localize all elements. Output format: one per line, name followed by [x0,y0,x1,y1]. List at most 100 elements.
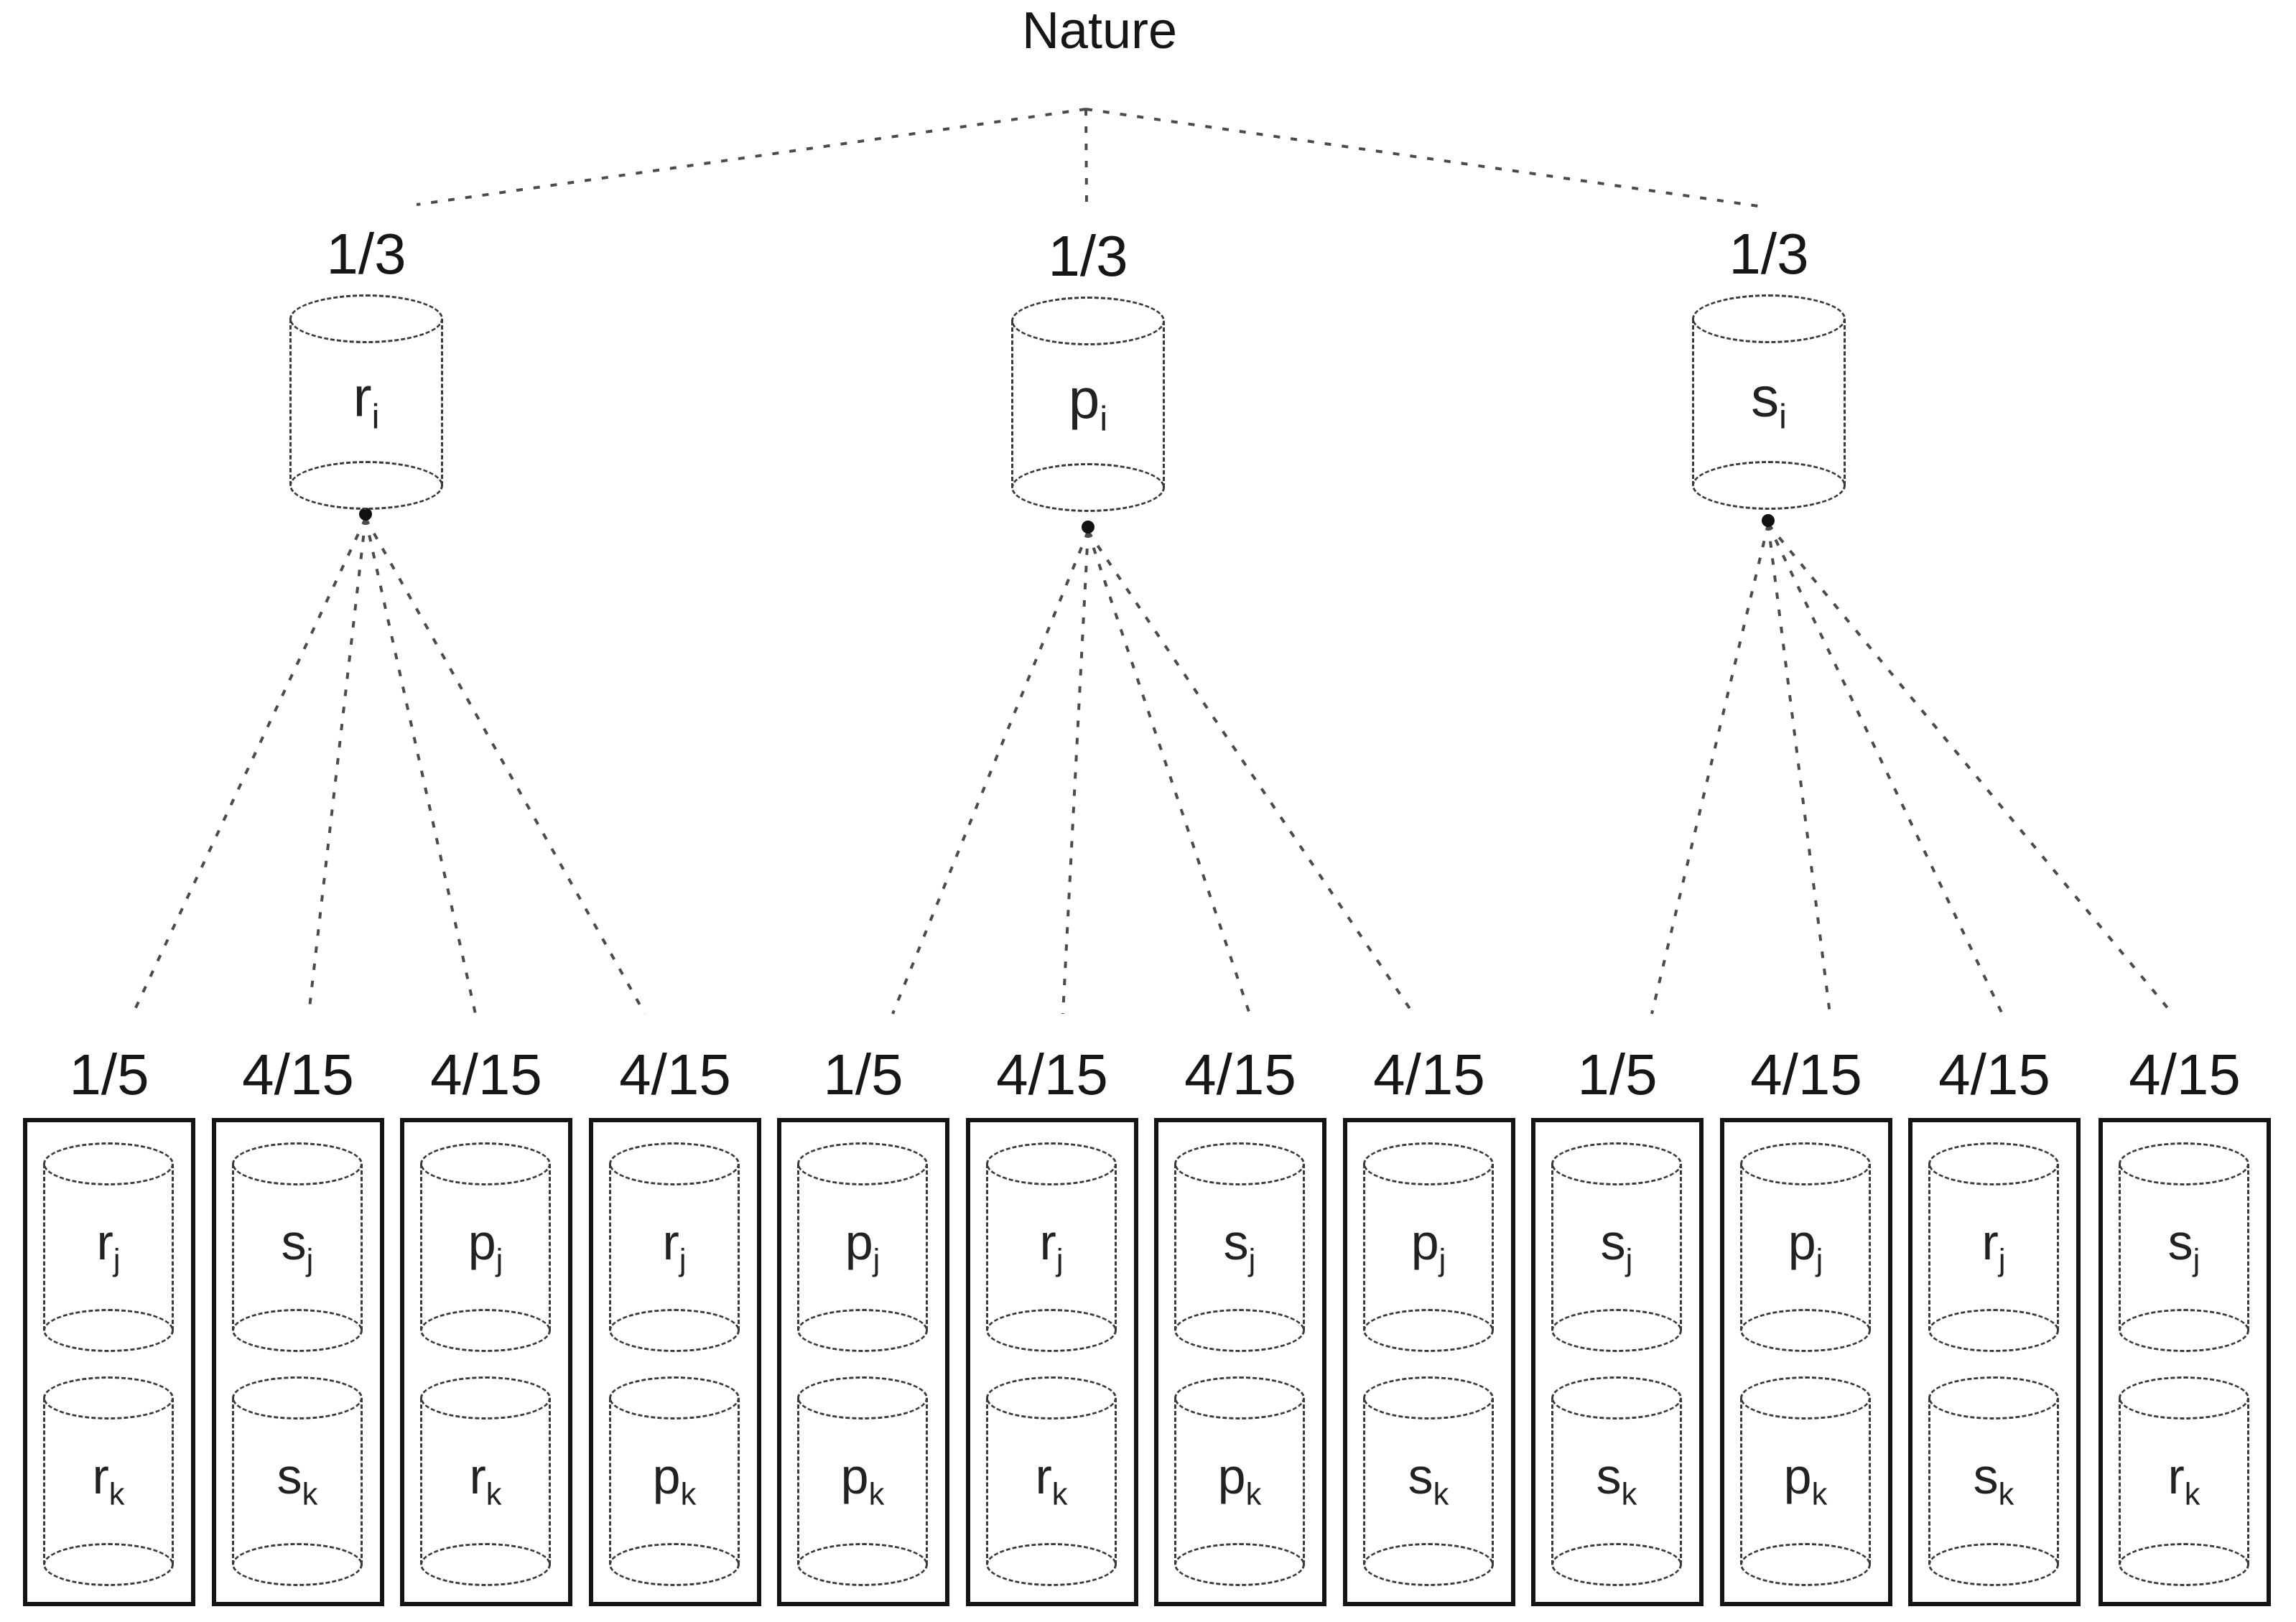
urn-top: sj [232,1142,363,1352]
urn-label: pj [468,1214,503,1278]
cylinder-body [1928,1164,2059,1330]
outcome-box: 4/15 pj pk [1720,1043,1892,1606]
urn-label: sk [1408,1448,1449,1512]
cylinder-body [1740,1398,1871,1565]
urn-label: ri [353,365,380,437]
outcome-box: 1/5 sj sk [1531,1043,1704,1606]
cylinder-body [1174,1164,1305,1330]
urn-label: rk [469,1448,502,1512]
outcome-box: 4/15 rj pk [589,1043,761,1606]
urn-label: sk [1596,1448,1637,1512]
cylinder-bottom-ellipse [1928,1543,2059,1586]
cylinder-bottom-ellipse [609,1309,740,1352]
outcome-box: 4/15 pj rk [400,1043,572,1606]
cylinder-bottom-ellipse [1174,1543,1305,1586]
urn-bottom: pk [609,1376,740,1586]
urn-label: rj [96,1214,121,1278]
urn-top: rj [1928,1142,2059,1352]
urn-label: rk [1035,1448,1068,1512]
chance-urn-si: 1/3 si [1692,222,1846,510]
cylinder-body [609,1164,740,1330]
cylinder-body [420,1398,551,1565]
urn-top: sj [1551,1142,1682,1352]
urn-label: rj [662,1214,687,1278]
urn-bottom: rk [2119,1376,2249,1586]
outcome-probability-label: 4/15 [1938,1043,2050,1106]
urn-bottom: sk [1363,1376,1494,1586]
cylinder-bottom-ellipse [420,1543,551,1586]
cylinder-body [1363,1398,1494,1565]
urn-bottom: rk [420,1376,551,1586]
cylinder-body [797,1398,928,1565]
node-dot [359,508,372,521]
branch-probability-label: 1/3 [1729,222,1809,286]
urn-top: rj [609,1142,740,1352]
urn-label: rk [92,1448,125,1512]
outcome-box: 4/15 sj pk [1154,1043,1326,1606]
urn-label: sk [276,1448,318,1512]
nature-root-label: Nature [1021,2,1178,60]
cylinder-bottom-ellipse [609,1543,740,1586]
outcome-probability-label: 4/15 [619,1043,731,1106]
urn-label: rj [1039,1214,1064,1278]
urn-top: pj [1363,1142,1494,1352]
cylinder-body [1011,321,1165,488]
cylinder-body [232,1164,363,1330]
urn-bottom: pk [1174,1376,1305,1586]
outcome-box: 4/15 rj rk [966,1043,1138,1606]
urn-bottom: pk [797,1376,928,1586]
cylinder-body [2119,1164,2249,1330]
urn-label: pi [1068,367,1108,439]
urn-label: pk [1783,1448,1828,1512]
cylinder-bottom-ellipse [1740,1543,1871,1586]
cylinder-bottom-ellipse [986,1543,1117,1586]
cylinder-body [986,1398,1117,1565]
cylinder-bottom-ellipse [1363,1309,1494,1352]
cylinder-bottom-ellipse [797,1309,928,1352]
urn-label: sj [281,1214,314,1278]
outcome-probability-label: 4/15 [1373,1043,1485,1106]
cylinder-bottom-ellipse [797,1543,928,1586]
cylinder-body [609,1398,740,1565]
outcome-probability-label: 4/15 [996,1043,1108,1106]
urn-label: rk [2167,1448,2200,1512]
outcome-box: 1/5 rj rk [23,1043,195,1606]
outcome-box: 4/15 rj sk [1908,1043,2081,1606]
outcome-box: 4/15 sj rk [2099,1043,2271,1606]
outcome-probability-label: 4/15 [242,1043,354,1106]
cylinder-bottom-ellipse [1363,1543,1494,1586]
urn-bottom: pk [1740,1376,1871,1586]
outcome-probability-label: 4/15 [2129,1043,2241,1106]
urn-label: pk [652,1448,697,1512]
urn-label: sj [1600,1214,1633,1278]
outcome-probability-label: 1/5 [1577,1043,1658,1106]
urn-top: sj [2119,1142,2249,1352]
urn-label: pj [845,1214,880,1278]
urn-label: sk [1973,1448,2014,1512]
urn-label: pj [1410,1214,1446,1278]
cylinder-bottom-ellipse [2119,1309,2249,1352]
urn-top: sj [1174,1142,1305,1352]
chance-urn-pi: 1/3 pi [1011,224,1165,512]
outcome-probability-label: 1/5 [69,1043,149,1106]
urn-label: pk [1217,1448,1262,1512]
urn-top: pj [797,1142,928,1352]
outcome-probability-label: 1/5 [823,1043,903,1106]
outcome-probability-label: 4/15 [1184,1043,1296,1106]
urn-label: sj [1223,1214,1256,1278]
cylinder-body [43,1398,174,1565]
outcome-probability-label: 4/15 [430,1043,542,1106]
cylinder-bottom-ellipse [1551,1309,1682,1352]
urn-bottom: rk [43,1376,174,1586]
cylinder-bottom-ellipse [1011,463,1165,512]
urn-label: pk [840,1448,885,1512]
cylinder-bottom-ellipse [420,1309,551,1352]
cylinder-body [797,1164,928,1330]
cylinder-body [986,1164,1117,1330]
urn-label: sj [2167,1214,2200,1278]
urn-top: rj [43,1142,174,1352]
urn-bottom: sk [232,1376,363,1586]
urn-label: pj [1788,1214,1823,1278]
